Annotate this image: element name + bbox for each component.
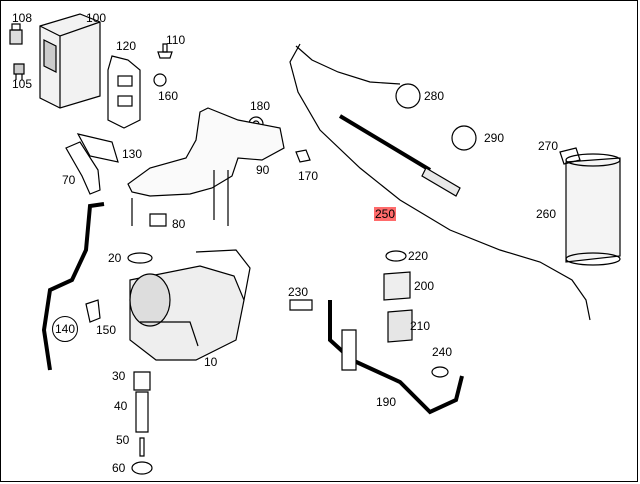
label-200: 200 — [414, 279, 435, 293]
label-90: 90 — [256, 163, 270, 177]
part-108-sensor — [9, 23, 23, 45]
part-200-holder — [383, 271, 411, 301]
label-150: 150 — [96, 323, 117, 337]
label-110: 110 — [166, 33, 186, 47]
part-130-clip — [76, 133, 119, 163]
label-290: 290 — [484, 131, 505, 145]
label-105: 105 — [12, 77, 33, 91]
label-260: 260 — [536, 207, 557, 221]
part-190-pressure-line — [328, 300, 464, 415]
part-50-pin — [139, 437, 145, 457]
part-140-intake-hose — [41, 202, 105, 371]
part-250-pipe — [289, 43, 591, 321]
label-160: 160 — [158, 89, 179, 103]
label-10: 10 — [204, 355, 218, 369]
part-90-mount-bracket — [127, 107, 285, 226]
part-20-washer — [127, 252, 153, 264]
part-150-clamp — [85, 299, 101, 323]
part-240-clamp — [431, 366, 449, 378]
label-280: 280 — [424, 89, 445, 103]
label-60: 60 — [112, 461, 126, 475]
label-220: 220 — [408, 249, 429, 263]
part-80-clip — [149, 213, 167, 227]
wrench-icon-280 — [395, 83, 421, 109]
label-108: 108 — [12, 11, 33, 25]
label-170: 170 — [298, 169, 319, 183]
part-60-grommet — [131, 461, 153, 475]
label-190: 190 — [376, 395, 397, 409]
part-120-bracket — [107, 55, 141, 129]
part-30-40-damper — [133, 371, 151, 433]
label-240: 240 — [432, 345, 453, 359]
label-210: 210 — [410, 319, 431, 333]
wrench-icon-290 — [451, 125, 477, 151]
label-180: 180 — [250, 99, 271, 113]
label-50: 50 — [116, 433, 130, 447]
part-10-compressor — [129, 249, 251, 361]
part-220-clamp — [385, 250, 407, 262]
label-270: 270 — [538, 139, 559, 153]
part-70-bracket — [65, 141, 101, 195]
part-160-nut — [153, 73, 167, 87]
part-270-fitting — [559, 147, 581, 165]
part-210-valve — [387, 309, 413, 343]
label-230: 230 — [288, 285, 309, 299]
label-250: 250 — [374, 207, 397, 221]
label-250-highlight: 250 — [374, 207, 397, 221]
label-120: 120 — [116, 39, 137, 53]
part-230-bolt — [289, 299, 313, 311]
part-280-tube — [338, 114, 432, 172]
part-105-screw — [13, 63, 25, 80]
part-260-reservoir — [565, 153, 621, 266]
part-290-fitting — [421, 167, 461, 197]
label-20: 20 — [108, 251, 122, 265]
label-40: 40 — [114, 399, 128, 413]
label-140-circle: 140 — [52, 316, 78, 342]
label-70: 70 — [62, 173, 76, 187]
part-110-bolt — [157, 43, 173, 59]
label-80: 80 — [172, 217, 186, 231]
label-130: 130 — [122, 147, 143, 161]
part-170-bolt — [295, 149, 311, 163]
part-100-control-module — [39, 13, 101, 109]
label-30: 30 — [112, 369, 126, 383]
label-100: 100 — [86, 11, 107, 25]
